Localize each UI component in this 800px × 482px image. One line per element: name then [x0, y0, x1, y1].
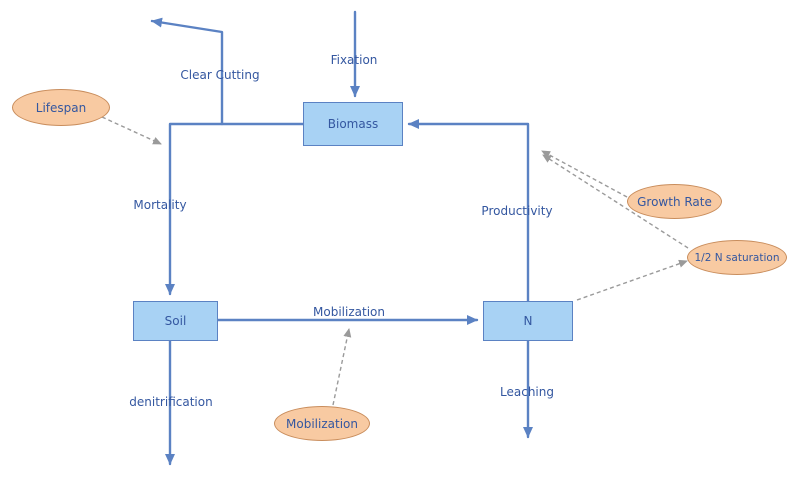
stock-biomass-label: Biomass	[327, 117, 379, 131]
stock-n[interactable]: N	[483, 301, 573, 341]
parameter-mobilization[interactable]: Mobilization	[274, 406, 370, 441]
parameter-half-n-saturation[interactable]: 1/2 N saturation	[687, 240, 787, 275]
stock-soil-label: Soil	[164, 314, 187, 328]
mobilization-influence-link	[332, 328, 352, 406]
lifespan-influence-link	[101, 116, 162, 145]
growth-rate-influence-link	[541, 150, 628, 198]
flow-label-mobilization: Mobilization	[313, 305, 385, 319]
parameter-growth-rate-label: Growth Rate	[637, 194, 712, 209]
flow-label-fixation: Fixation	[330, 53, 378, 67]
flow-label-mortality: Mortality	[133, 198, 187, 212]
clear-cutting-flow-line	[150, 17, 224, 126]
flow-label-clear-cutting: Clear Cutting	[180, 68, 260, 82]
parameter-growth-rate[interactable]: Growth Rate	[627, 184, 722, 219]
productivity-flow-line	[407, 119, 530, 303]
flow-label-productivity: Productivity	[481, 204, 553, 218]
half-n-saturation-influence-link	[542, 154, 689, 249]
flow-label-denitrification: denitrification	[129, 395, 213, 409]
flow-label-leaching: Leaching	[500, 385, 554, 399]
n-to-half-saturation-link	[576, 259, 688, 301]
parameter-mobilization-label: Mobilization	[286, 416, 358, 431]
mortality-flow-line	[165, 122, 305, 296]
parameter-lifespan-label: Lifespan	[35, 100, 87, 115]
stock-soil[interactable]: Soil	[133, 301, 218, 341]
parameter-lifespan[interactable]: Lifespan	[12, 89, 110, 126]
stock-n-label: N	[523, 314, 533, 328]
parameter-half-n-saturation-label: 1/2 N saturation	[694, 251, 780, 264]
stock-biomass[interactable]: Biomass	[303, 102, 403, 146]
